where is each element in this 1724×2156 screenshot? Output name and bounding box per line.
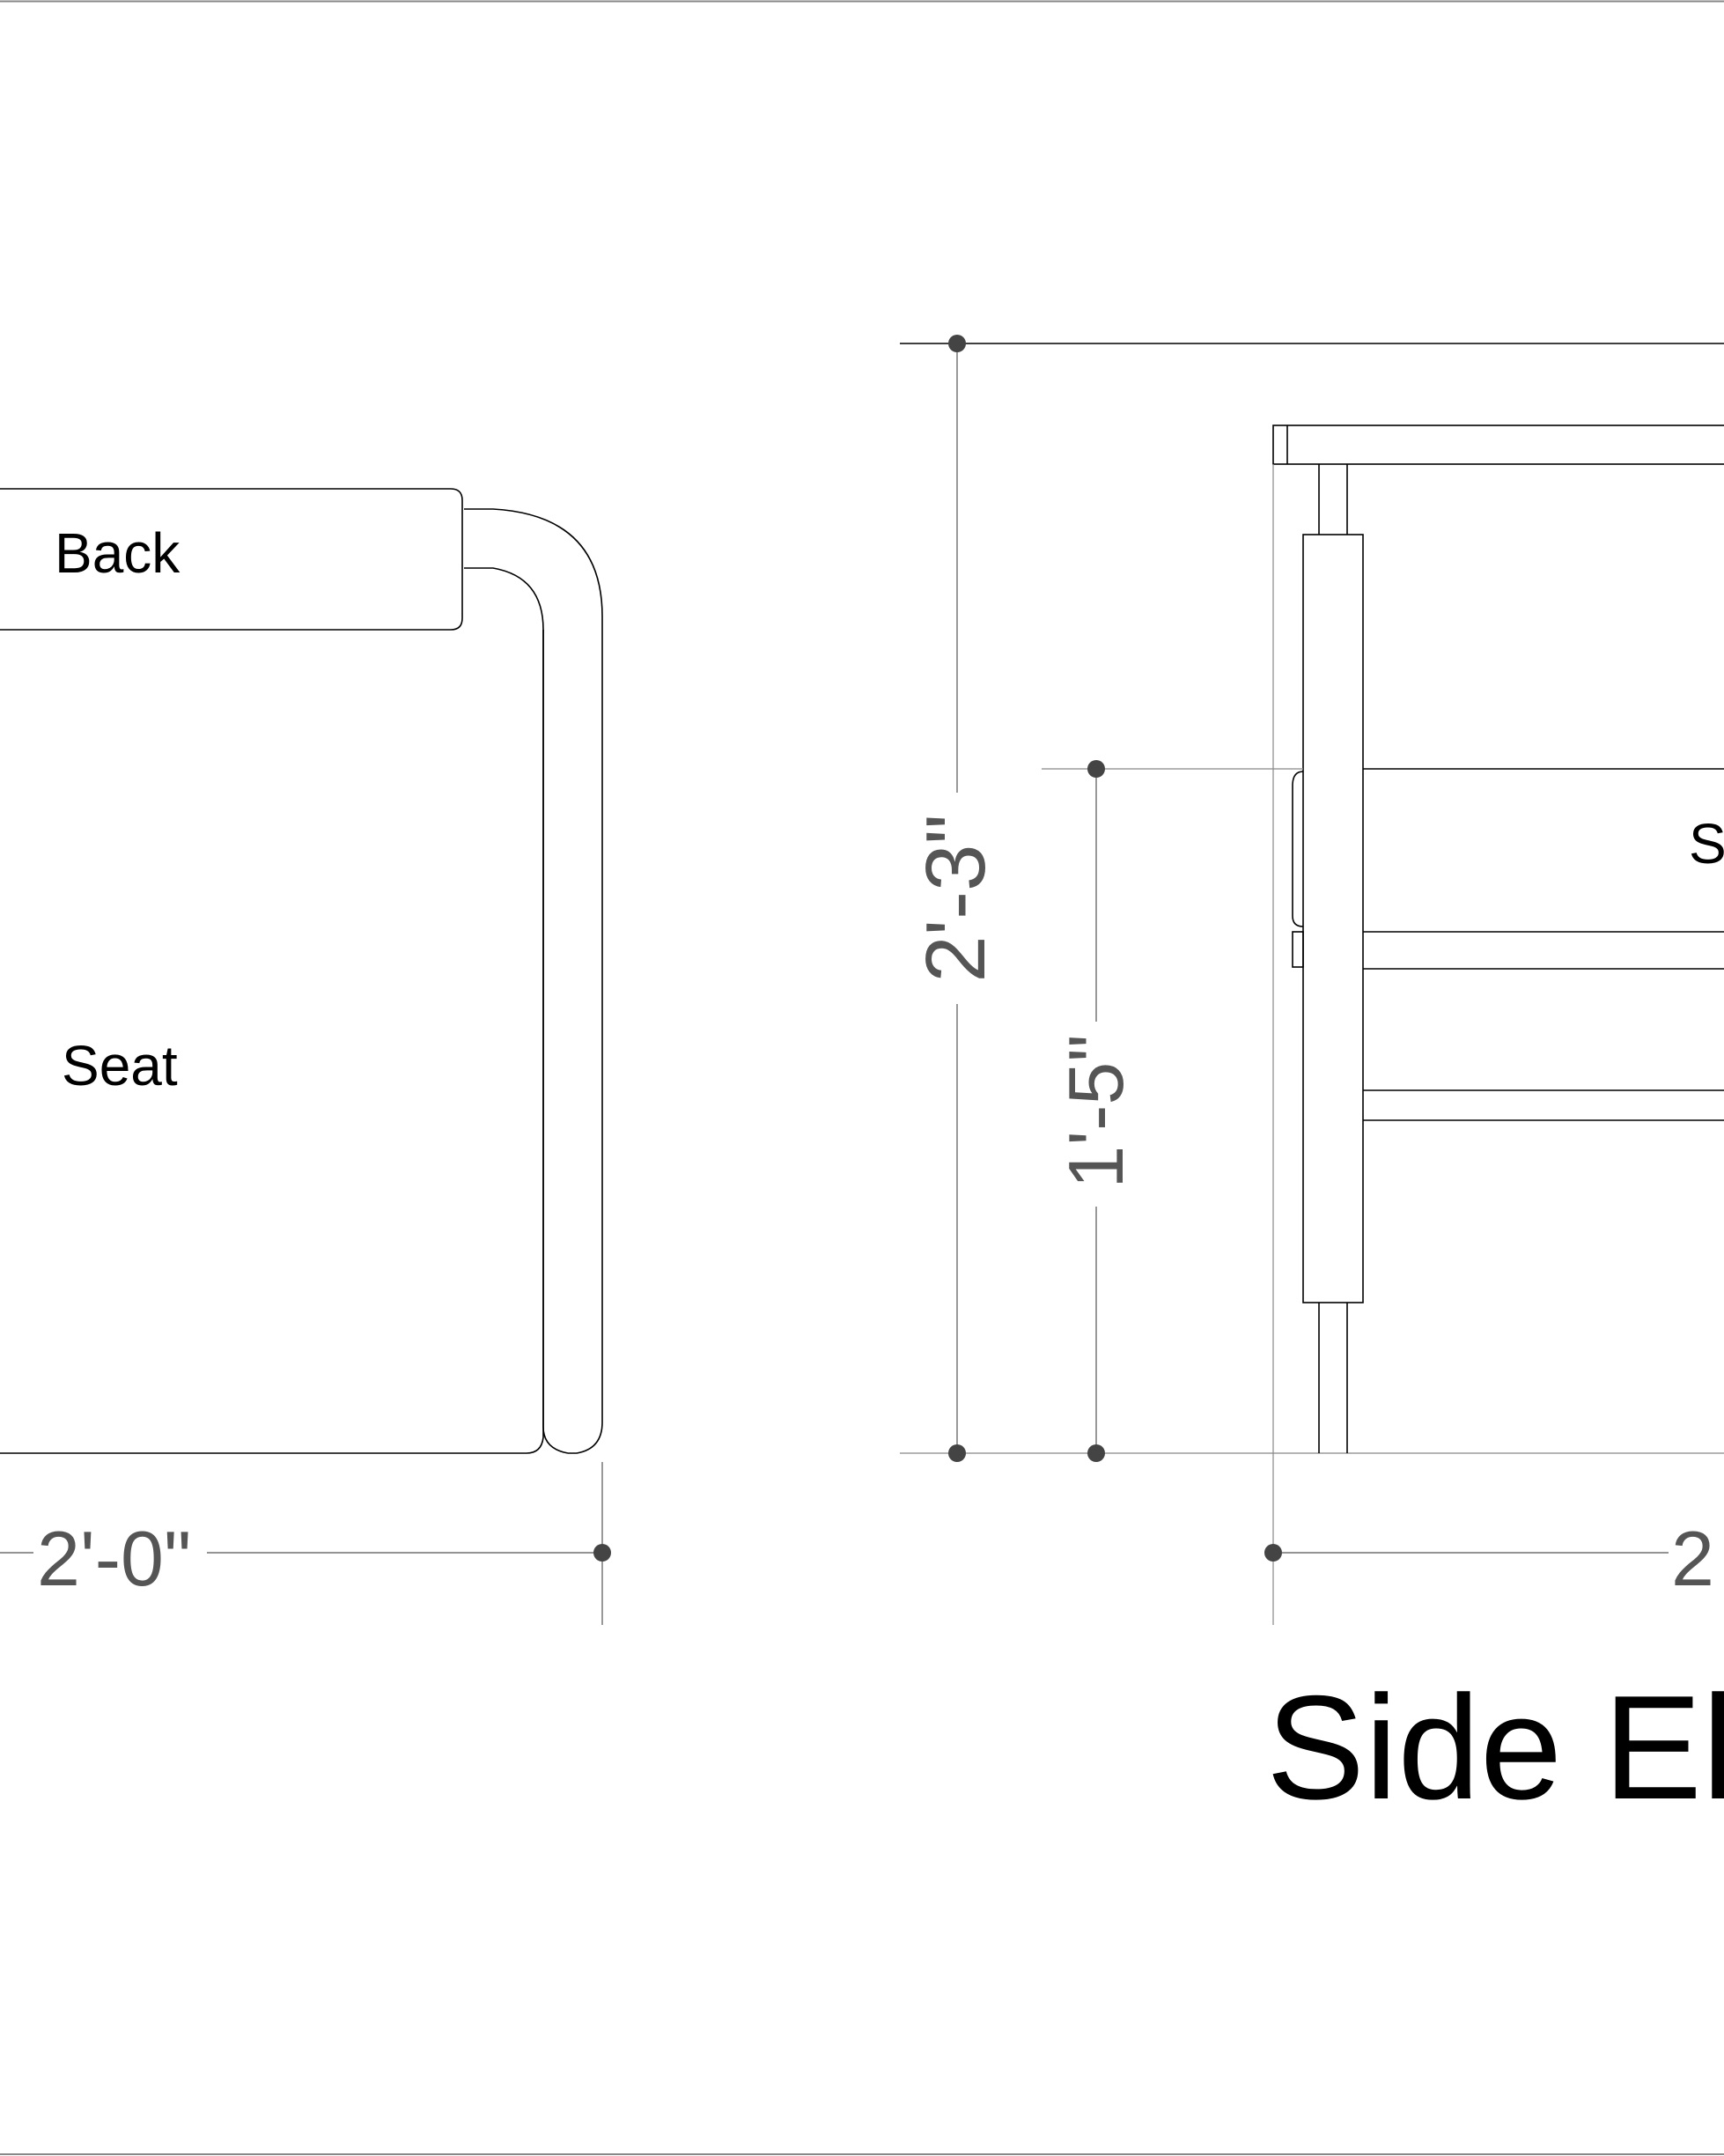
seat-label: Seat — [62, 1034, 178, 1097]
side-elevation-chair — [1272, 425, 1724, 1453]
side-seat-label: S — [1689, 812, 1724, 875]
overall-height-label: 2'-3" — [909, 814, 1003, 982]
plan-back-cushion — [0, 488, 463, 631]
side-back-panel — [1302, 534, 1364, 1303]
side-top-rail — [1272, 425, 1724, 465]
plan-frame-tube-inner — [464, 567, 569, 1454]
dimension-dot — [1264, 1544, 1282, 1562]
back-label: Back — [55, 521, 181, 585]
seat-height-dimension — [1087, 760, 1105, 1462]
side-seat-tab — [1292, 931, 1304, 968]
plan-view — [0, 488, 603, 1454]
dimension-dot — [593, 1544, 611, 1562]
view-title: Side Ele — [1266, 1665, 1724, 1830]
dimension-dot — [1087, 760, 1105, 778]
depth-dimension — [1264, 1544, 1669, 1562]
overall-height-dimension — [948, 335, 966, 1462]
side-seat-bulge — [1292, 771, 1304, 927]
plan-seat-outline — [0, 630, 544, 1454]
seat-height-label: 1'-5" — [1052, 1034, 1139, 1188]
dimension-dot — [1087, 1444, 1105, 1462]
dimension-dot — [948, 335, 966, 352]
plan-width-label: 2'-0" — [37, 1515, 191, 1602]
plan-frame-tube-outer — [464, 508, 603, 1454]
plan-width-dimension — [0, 1462, 611, 1625]
dimension-dot — [948, 1444, 966, 1462]
depth-label: 2 — [1671, 1515, 1714, 1602]
